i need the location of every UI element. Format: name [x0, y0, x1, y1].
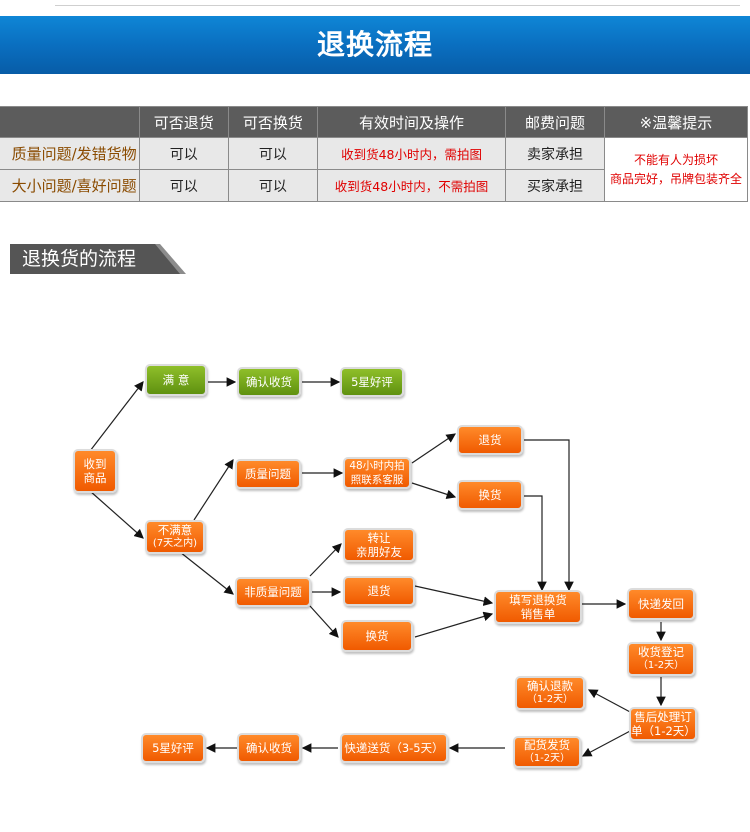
node-line: 快递送货（3-5天）	[344, 741, 444, 755]
arrow	[411, 433, 456, 464]
photo-contact-node: 48小时内拍 照联系客服	[343, 457, 411, 489]
node-line: 非质量问题	[244, 585, 302, 599]
node-line: （1-2天）	[637, 660, 685, 671]
header-cell: 有效时间及操作	[316, 106, 507, 138]
node-line: 确认收货	[246, 375, 292, 389]
exchange-top-node: 换货	[457, 480, 523, 510]
arrow	[411, 482, 457, 499]
node-line: 确认收货	[246, 741, 292, 755]
satisfied-node: 满 意	[145, 364, 207, 396]
arrow	[581, 729, 633, 757]
time-cell: 收到货48小时内，需拍图	[316, 137, 507, 170]
node-line: (7天之内)	[152, 538, 198, 549]
confirm-receipt-top-node: 确认收货	[237, 367, 301, 397]
exchange-mid-node: 换货	[341, 620, 413, 652]
node-line: 5星好评	[351, 375, 393, 389]
quality-issue-node: 质量问题	[235, 459, 301, 489]
unsatisfied-node: 不满意 (7天之内)	[145, 520, 205, 554]
node-line: 照联系客服	[350, 474, 404, 486]
receive-register-node: 收货登记 （1-2天）	[627, 642, 695, 676]
node-line: 单（1-2天）	[631, 724, 696, 738]
exchange-cell: 可以	[227, 137, 319, 170]
node-line: 质量问题	[245, 467, 291, 481]
node-line: 换货	[478, 488, 502, 502]
top-divider	[55, 5, 740, 6]
return-policy-table: 可否退货 可否换货 有效时间及操作 邮费问题 ※温馨提示 质量问题/发错货物 可…	[0, 106, 749, 202]
node-line: 确认退款	[527, 679, 573, 693]
express-back-node: 快递发回	[627, 588, 695, 620]
page-banner: 退换流程	[0, 16, 750, 74]
node-line: 5星好评	[152, 741, 194, 755]
node-line: 不满意	[157, 523, 193, 537]
confirm-refund-node: 确认退款 （1-2天）	[515, 676, 585, 710]
arrow	[524, 439, 574, 592]
return-top-node: 退货	[457, 425, 523, 455]
five-star-top-node: 5星好评	[340, 367, 404, 397]
node-line: 转让	[367, 531, 391, 545]
arrow	[179, 551, 234, 595]
return-cell: 可以	[138, 137, 229, 170]
node-line: 配货发货	[524, 738, 570, 752]
node-line: 满 意	[162, 373, 190, 387]
arrow	[414, 585, 494, 606]
express-deliver-node: 快递送货（3-5天）	[340, 733, 448, 763]
confirm-receipt-bottom-node: 确认收货	[237, 733, 301, 763]
return-cell: 可以	[138, 169, 229, 202]
non-quality-issue-node: 非质量问题	[235, 577, 311, 607]
arrow	[414, 611, 494, 638]
node-line: （1-2天）	[526, 694, 574, 705]
node-line: 退货	[478, 433, 502, 447]
node-line: 收到	[83, 457, 107, 471]
five-star-bottom-node: 5星好评	[141, 733, 205, 763]
node-line: 亲朋好友	[356, 545, 402, 559]
arrow	[89, 381, 144, 452]
arrow	[309, 543, 342, 577]
arrow	[524, 495, 547, 592]
arrow	[193, 458, 234, 521]
tip-line: 不能有人为损坏	[633, 152, 718, 167]
node-line: 售后处理订	[634, 710, 692, 724]
node-line: 退货	[367, 584, 391, 598]
node-line: 快递发回	[638, 597, 684, 611]
row-label: 大小问题/喜好问题	[0, 169, 140, 202]
section-tag-shape	[10, 244, 186, 274]
node-line: 换货	[365, 629, 389, 643]
arrow	[309, 605, 339, 638]
exchange-cell: 可以	[227, 169, 319, 202]
node-line: 48小时内拍	[349, 460, 405, 472]
section-title: 退换货的流程	[10, 244, 186, 274]
tip-line: 商品完好，吊牌包装齐全	[609, 171, 742, 186]
postage-cell: 买家承担	[505, 169, 605, 202]
header-cell: 邮费问题	[505, 106, 605, 138]
table-row: 质量问题/发错货物 可以 可以 收到货48小时内，需拍图 卖家承担 不能有人为损…	[0, 137, 749, 202]
header-cell: ※温馨提示	[603, 106, 749, 138]
postage-cell: 卖家承担	[505, 137, 605, 170]
ship-goods-node: 配货发货 （1-2天）	[513, 736, 581, 768]
node-line: 销售单	[520, 607, 556, 621]
section-title-text: 退换货的流程	[22, 248, 137, 270]
fill-form-node: 填写退换货 销售单	[494, 590, 582, 624]
node-line: 填写退换货	[509, 593, 567, 607]
after-sales-node: 售后处理订 单（1-2天）	[629, 707, 697, 741]
time-cell: 收到货48小时内，不需拍图	[316, 169, 507, 202]
node-line: 商品	[83, 471, 107, 485]
return-mid-node: 退货	[343, 576, 415, 606]
arrow	[587, 689, 633, 714]
received-goods-node: 收到 商品	[73, 449, 117, 493]
node-line: 收货登记	[638, 645, 684, 659]
tip-cell: 不能有人为损坏 商品完好，吊牌包装齐全	[603, 137, 749, 202]
node-line: （1-2天）	[523, 753, 571, 764]
table-header-row: 可否退货 可否换货 有效时间及操作 邮费问题 ※温馨提示	[0, 106, 749, 138]
row-label: 质量问题/发错货物	[0, 137, 140, 170]
table-row: 大小问题/喜好问题 可以 可以 收到货48小时内，不需拍图 买家承担	[0, 169, 748, 202]
arrow	[89, 490, 144, 539]
header-cell: 可否退货	[138, 106, 229, 138]
transfer-node: 转让 亲朋好友	[343, 528, 415, 562]
